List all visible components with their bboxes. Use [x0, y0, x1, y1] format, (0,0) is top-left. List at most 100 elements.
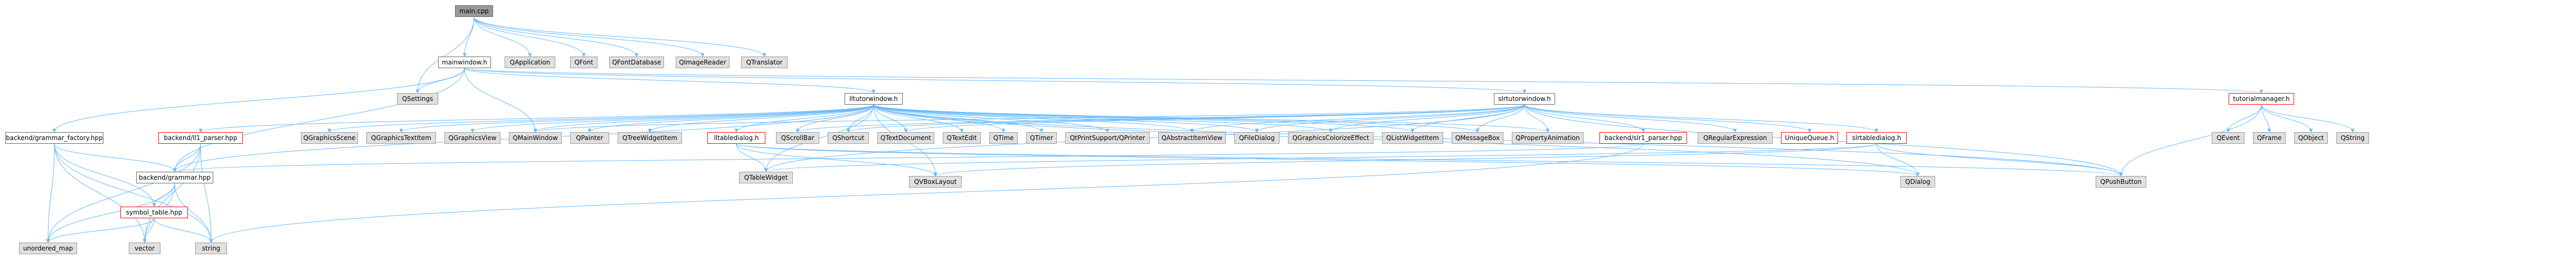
- edge-main_cpp-to-qsettings: [415, 16, 475, 94]
- node-qapplication[interactable]: QApplication: [505, 57, 555, 68]
- node-grammar-hpp[interactable]: backend/grammar.hpp: [136, 172, 213, 183]
- node-qstring[interactable]: QString: [2336, 132, 2369, 144]
- node-qsettings[interactable]: QSettings: [397, 93, 438, 105]
- edge-slrtutorwindow_h-to-qgraphicscolorizeeffect: [1329, 104, 1525, 133]
- edge-main_cpp-to-qtranslator: [473, 16, 766, 57]
- edge-backend_slr1_parser_hpp-to-string: [209, 143, 1644, 243]
- node-qdialog[interactable]: QDialog: [1900, 176, 1935, 188]
- node-qtextedit[interactable]: QTextEdit: [943, 132, 981, 144]
- node-qabstractitemview[interactable]: QAbstractItemView: [1158, 132, 1226, 144]
- edge-lltabledialog_h-to-qpushbutton: [736, 143, 2123, 177]
- edge-slrtutorwindow_h-to-qfiledialog: [1255, 104, 1525, 133]
- edge-lltutorwindow_h-to-qlistwidgetitem: [873, 104, 1415, 133]
- edge-slrtutorwindow_h-to-qmainwindow: [533, 104, 1525, 133]
- edge-lltabledialog_h-to-qdialog: [736, 143, 1920, 177]
- node-tutorialmanager-h[interactable]: tutorialmanager.h: [2229, 93, 2294, 105]
- node-mainwindow-h[interactable]: mainwindow.h: [438, 57, 491, 68]
- edge-lltutorwindow_h-to-lltabledialog_h: [734, 104, 874, 133]
- node-qframe[interactable]: QFrame: [2253, 132, 2286, 144]
- edge-slrtabledialog_h-to-qtablewidget: [764, 143, 1877, 172]
- edge-slrtutorwindow_h-to-slrtabledialog_h: [1524, 104, 1879, 133]
- node-qmainwindow[interactable]: QMainWindow: [509, 132, 562, 144]
- node-grammar-factory-hpp[interactable]: backend/grammar_factory.hpp: [5, 132, 103, 144]
- edge-slrtutorwindow_h-to-uniquequeue_h: [1524, 104, 1812, 133]
- node-lltutorwindow-h[interactable]: lltutorwindow.h: [845, 93, 903, 105]
- node-qpropertyanimation[interactable]: QPropertyAnimation: [1512, 132, 1584, 144]
- node-qimagereader[interactable]: QImageReader: [676, 57, 730, 68]
- edge-backend_grammar_factory_hpp-to-backend_grammar_hpp: [54, 143, 177, 172]
- node-qfiledialog[interactable]: QFileDialog: [1234, 132, 1280, 144]
- edge-mainwindow_h-to-qsettings: [415, 68, 465, 94]
- node-string[interactable]: string: [195, 243, 227, 254]
- edge-slrtutorwindow_h-to-qregularexpression: [1524, 104, 1737, 133]
- edge-lltutorwindow_h-to-qmainwindow: [533, 104, 874, 133]
- node-qgraphicscolorizeeffect[interactable]: QGraphicsColorizeEffect: [1288, 132, 1374, 144]
- node-qobject[interactable]: QObject: [2294, 132, 2328, 144]
- edge-slrtutorwindow_h-to-qmessagebox: [1475, 104, 1525, 133]
- edge-slrtutorwindow_h-to-qscrollbar: [795, 104, 1525, 133]
- edge-main_cpp-to-qimagereader: [473, 16, 705, 57]
- edge-lltutorwindow_h-to-qscrollbar: [795, 104, 874, 133]
- edge-lltutorwindow_h-to-qgraphicscolorizeeffect: [873, 104, 1333, 133]
- node-symbol-table-hpp[interactable]: symbol_table.hpp: [120, 207, 188, 218]
- node-qscrollbar[interactable]: QScrollBar: [776, 132, 819, 144]
- edge-symbol_table_hpp-to-string: [154, 218, 213, 243]
- node-qvboxlayout[interactable]: QVBoxLayout: [909, 176, 962, 188]
- node-qgraphicstextitem[interactable]: QGraphicsTextItem: [366, 132, 436, 144]
- node-qtreewidgetitem[interactable]: QTreeWidgetItem: [618, 132, 682, 144]
- edge-backend_grammar_hpp-to-string: [174, 183, 213, 243]
- edge-mainwindow_h-to-backend_grammar_hpp: [173, 68, 465, 172]
- node-qpushbutton[interactable]: QPushButton: [2096, 176, 2146, 188]
- edge-lltutorwindow_h-to-qgraphicsscene: [327, 104, 874, 133]
- node-qlistwidgetitem[interactable]: QListWidgetItem: [1382, 132, 1443, 144]
- edge-backend_grammar_factory_hpp-to-unordered_map: [46, 143, 55, 243]
- node-vector[interactable]: vector: [129, 243, 160, 254]
- node-qfont[interactable]: QFont: [570, 57, 598, 68]
- edge-backend_ll1_parser_hpp-to-unordered_map: [46, 143, 201, 243]
- node-slr1-parser-hpp[interactable]: backend/slr1_parser.hpp: [1599, 132, 1687, 144]
- node-qmessagebox[interactable]: QMessageBox: [1452, 132, 1503, 144]
- edge-lltutorwindow_h-to-qtextedit: [873, 104, 964, 133]
- edge-backend_slr1_parser_hpp-to-backend_grammar_hpp: [173, 143, 1644, 172]
- node-slrtabledialog-h[interactable]: slrtabledialog.h: [1846, 132, 1907, 144]
- edge-mainwindow_h-to-qmainwindow: [464, 68, 537, 133]
- edge-lltutorwindow_h-to-qfiledialog: [873, 104, 1259, 133]
- edge-symbol_table_hpp-to-vector: [143, 218, 155, 243]
- edge-backend_ll1_parser_hpp-to-backend_grammar_hpp: [173, 143, 201, 172]
- node-qtimer[interactable]: QTimer: [1026, 132, 1057, 144]
- node-qfontdatabase[interactable]: QFontDatabase: [609, 57, 664, 68]
- node-qregularexpression[interactable]: QRegularExpression: [1698, 132, 1773, 144]
- edge-slrtutorwindow_h-to-qabstractitemview: [1190, 104, 1525, 133]
- edge-tutorialmanager_h-to-qobject: [2261, 104, 2313, 133]
- edge-slrtutorwindow_h-to-backend_slr1_parser_hpp: [1524, 104, 1645, 133]
- node-qgraphicsscene[interactable]: QGraphicsScene: [301, 132, 358, 144]
- edge-tutorialmanager_h-to-qframe: [2261, 104, 2271, 133]
- node-qtextdocument[interactable]: QTextDocument: [877, 132, 934, 144]
- edge-backend_ll1_parser_hpp-to-string: [200, 143, 213, 243]
- node-qevent[interactable]: QEvent: [2212, 132, 2244, 144]
- node-slrtutorwindow-h[interactable]: slrtutorwindow.h: [1494, 93, 1555, 105]
- node-qprintsupport-qprinter[interactable]: QtPrintSupport/QPrinter: [1065, 132, 1150, 144]
- node-lltabledialog-h[interactable]: lltabledialog.h: [707, 132, 765, 144]
- node-ll1-parser-hpp[interactable]: backend/ll1_parser.hpp: [158, 132, 243, 144]
- node-qtime[interactable]: QTime: [989, 132, 1018, 144]
- edge-tutorialmanager_h-to-qevent: [2226, 104, 2262, 133]
- edge-lltutorwindow_h-to-qgraphicstextitem: [399, 104, 874, 133]
- node-qgraphicsview[interactable]: QGraphicsView: [444, 132, 500, 144]
- edge-backend_grammar_factory_hpp-to-symbol_table_hpp: [54, 143, 156, 207]
- node-qtranslator[interactable]: QTranslator: [741, 57, 788, 68]
- edge-lltabledialog_h-to-qtablewidget: [736, 143, 768, 172]
- edge-lltabledialog_h-to-qvboxlayout: [736, 143, 937, 177]
- edge-lltutorwindow_h-to-qpainter: [588, 104, 874, 133]
- node-qtablewidget[interactable]: QTableWidget: [739, 172, 793, 183]
- edge-slrtutorwindow_h-to-qtextdocument: [904, 104, 1525, 133]
- edge-slrtabledialog_h-to-qvboxlayout: [933, 143, 1877, 177]
- node-uniquequeue-h[interactable]: UniqueQueue.h: [1781, 132, 1838, 144]
- node-qshortcut[interactable]: QShortcut: [828, 132, 869, 144]
- edge-lltutorwindow_h-to-qgraphicsview: [470, 104, 874, 133]
- edge-lltutorwindow_h-to-qtextdocument: [873, 104, 908, 133]
- node-main-cpp[interactable]: main.cpp: [455, 5, 493, 17]
- edge-lltutorwindow_h-to-qtreewidgetitem: [648, 104, 874, 133]
- node-unordered-map[interactable]: unordered_map: [19, 243, 77, 254]
- node-qpainter[interactable]: QPainter: [570, 132, 609, 144]
